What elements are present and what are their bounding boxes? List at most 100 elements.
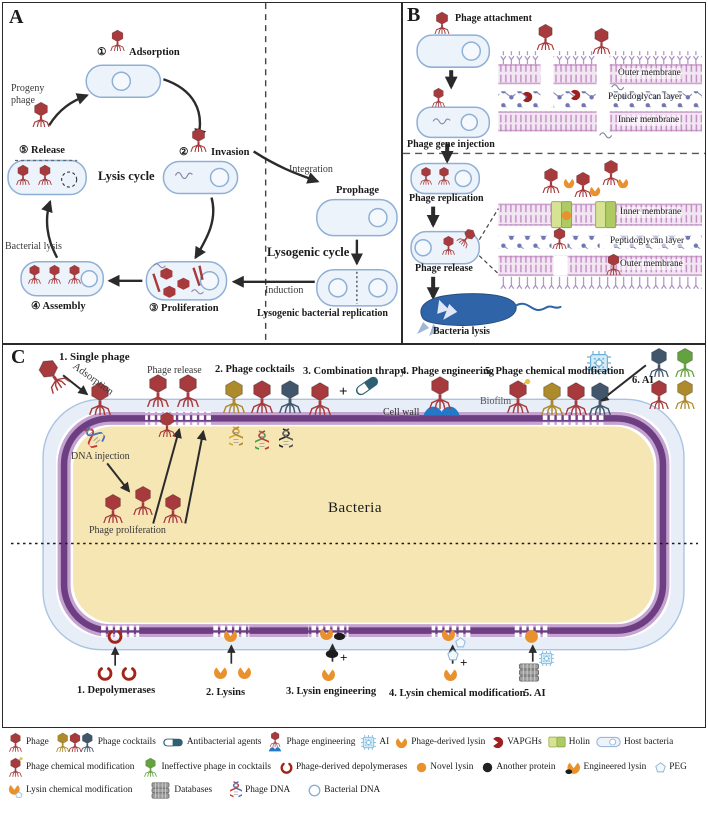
ineffective-phage-icon [143,757,158,777]
ai-phage-icon [673,347,697,377]
legend-item-label: Databases [174,785,213,795]
strategy-combination-label: 3. Combination thrapy [303,366,406,377]
lysed-bacterium [417,293,562,336]
phage-icon [8,732,23,752]
phage-icon [109,29,126,51]
strategy-ai-label: 6. AI [632,375,654,386]
phage-icon [601,159,621,185]
phage-attachment-label: Phage attachment [455,13,532,24]
phage-derived-lysin-icon [395,736,408,749]
strategy-chemical-modification-label: 5. Phage chemical modification [485,366,625,377]
phage-dna-squiggle [174,171,193,180]
phage-icon [431,87,446,107]
released-phage-icon [145,373,171,407]
legend-item: Phage [8,732,49,752]
plus-sign: + [339,384,348,400]
holin-block [595,201,607,229]
outer-membrane-label: Outer membrane [619,259,684,270]
legend-item-label: Host bacteria [623,737,674,747]
nucleoid [209,167,230,188]
holin-block [550,201,563,229]
plus-sign: + [340,650,348,665]
inner-membrane-label: Inner membrane [619,207,683,218]
panel-c-therapy-strategies: + + + C 1. Single phage Adsor [2,344,706,728]
panel-c-graphics [11,364,698,666]
cocktail-phage-icon [221,379,247,413]
strategy-lysins-label: 2. Lysins [206,687,246,698]
nucleoid [368,207,388,228]
escaping-phage-icon [157,411,177,437]
lysin-icon [223,628,238,643]
phage-icon [419,166,433,185]
depolymerase-icon [97,665,113,681]
strategy-engineering-label: 4. Phage engineering [401,366,495,377]
vapgh-icon [491,736,504,749]
novel-lysin-icon [416,762,427,773]
phage-icon [573,171,593,197]
legend-item: PEG [655,761,687,773]
lysis-cycle-title: Lysis cycle [98,169,155,183]
phage-icon [605,253,622,275]
released-phage-icon [175,373,201,407]
strategy-lysin-modification-label: 4. Lysin chemical modification [389,688,526,699]
phage-cocktails-icon [55,732,95,752]
phage-proliferation-label: Phage proliferation [89,525,166,536]
escaping-phage-icon [455,225,479,250]
peg-icon [655,761,667,773]
ai-phage-icon [647,347,671,377]
phage-icon [189,127,208,152]
another-protein-icon [333,632,346,641]
assembly-cell [20,260,105,297]
legend-item: Phage engineering [267,731,355,753]
proliferation-contents [152,263,204,298]
engineered-lysin-icon [564,760,581,775]
legend-item: Another protein [482,762,556,773]
databases-icon [517,663,541,682]
progeny-phage-label: Progeny phage [11,83,45,106]
legend-item: Databases [150,781,213,799]
lysin-icon [617,177,629,189]
lysin-icon [589,185,601,197]
legend-item: Lysin chemical modification [8,783,132,798]
progeny-phage-icon [31,101,51,127]
legend-item-label: VAPGHs [507,737,542,747]
progeny-phage-icon [131,485,155,515]
bacterial-lysis-label: Bacterial lysis [5,241,62,252]
nucleoid [80,269,98,288]
step2-number: ② [179,147,189,158]
integration-label: Integration [289,164,333,175]
progeny-phage-icon [101,493,125,523]
novel-lysin-icon [524,629,539,644]
phage-icon [437,166,451,185]
panel-a-tag: A [9,6,24,28]
strategy-lysin-engineering-label: 3. Lysin engineering [286,686,377,697]
cell-wall-dark [60,415,667,634]
ai-phage-icon [673,379,697,409]
another-protein-icon [482,762,493,773]
cytoplasm [73,426,654,623]
phage-release-label: Phage release [147,365,202,376]
legend-item-label: Antibacterial agents [186,737,262,747]
phage-icon [541,167,561,193]
nucleoid [199,270,220,291]
cocktail-phage-icon [249,379,275,413]
step2-label: Invasion [211,147,250,158]
panel-a-graphics [7,3,398,343]
lysin-icon [213,665,228,680]
legend-item: VAPGHs [491,736,542,749]
bacterial-dna-icon [308,784,321,797]
bacteria-lysis-label: Bacteria lysis [433,326,490,337]
phage-icon [37,164,53,185]
empty-capsid-dashed-circle [61,171,78,188]
induction-label: Induction [265,285,304,296]
strategy-single-phage-label: 1. Single phage [59,351,130,363]
legend-item-label: Lysin chemical modification [26,785,133,795]
peptidoglycan-layer-label: Peptidoglycan layer [607,92,684,103]
phage-icon [441,235,456,255]
phage-replication-label: Phage replication [409,193,484,204]
phage-icon [47,264,62,284]
legend-item-label: Phage-derived depolymerases [295,762,408,772]
peptidoglycan-layer-label: Peptidoglycan layer [609,236,686,247]
